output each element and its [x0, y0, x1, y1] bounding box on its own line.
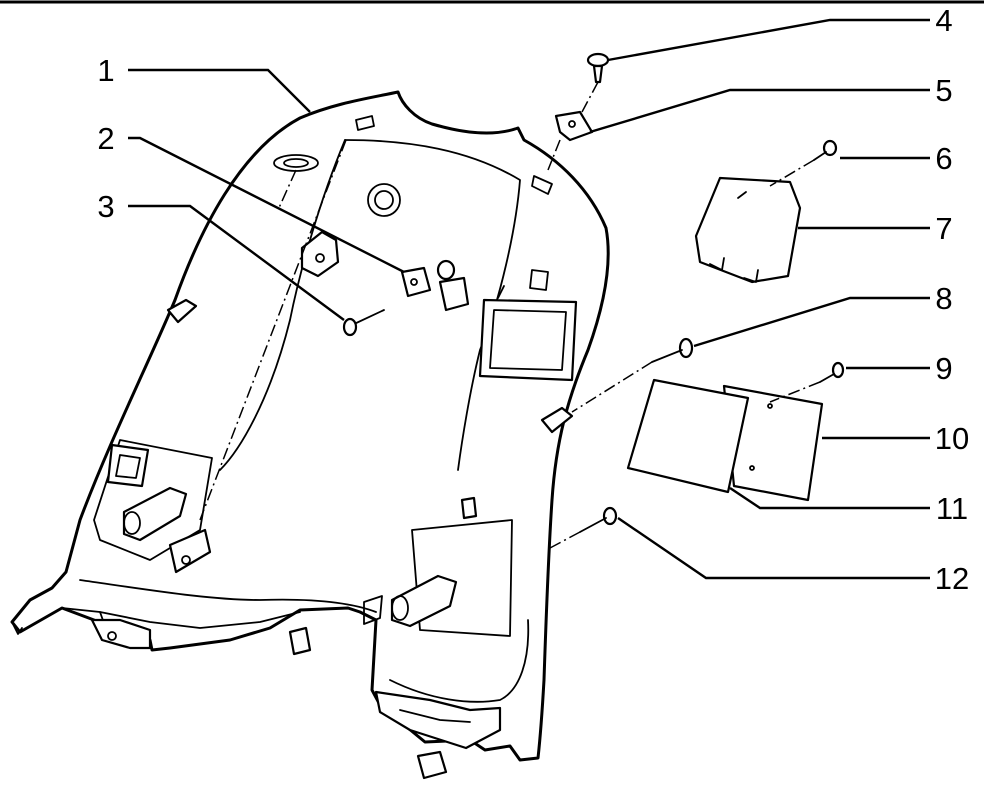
screw-part-3	[342, 309, 385, 337]
screw-part-6	[813, 139, 838, 161]
assembly-lines	[199, 81, 821, 549]
callout-7: 7	[935, 211, 952, 246]
callout-8: 8	[935, 281, 952, 316]
pin-part-4	[586, 52, 610, 84]
callout-4: 4	[935, 3, 952, 38]
plate-part-11	[626, 378, 750, 494]
callout-12: 12	[935, 561, 969, 596]
screw-part-8	[651, 337, 694, 363]
screw-part-9	[819, 361, 845, 383]
trim-panel	[10, 90, 610, 780]
bracket-part-5	[554, 110, 594, 142]
callout-1: 1	[97, 53, 114, 88]
callout-5: 5	[935, 73, 952, 108]
cover-part-7	[694, 176, 802, 284]
callout-labels: 1 2 3 4 5 6 7 8 9 10 11 12	[97, 3, 969, 596]
callout-3: 3	[97, 189, 114, 224]
callout-11: 11	[936, 491, 968, 526]
callout-10: 10	[935, 421, 969, 456]
callout-9: 9	[935, 351, 952, 386]
callout-6: 6	[935, 141, 952, 176]
screw-part-12	[579, 506, 618, 533]
clip-part-2	[400, 259, 470, 312]
callout-2: 2	[97, 121, 114, 156]
leader-lines	[128, 18, 930, 580]
